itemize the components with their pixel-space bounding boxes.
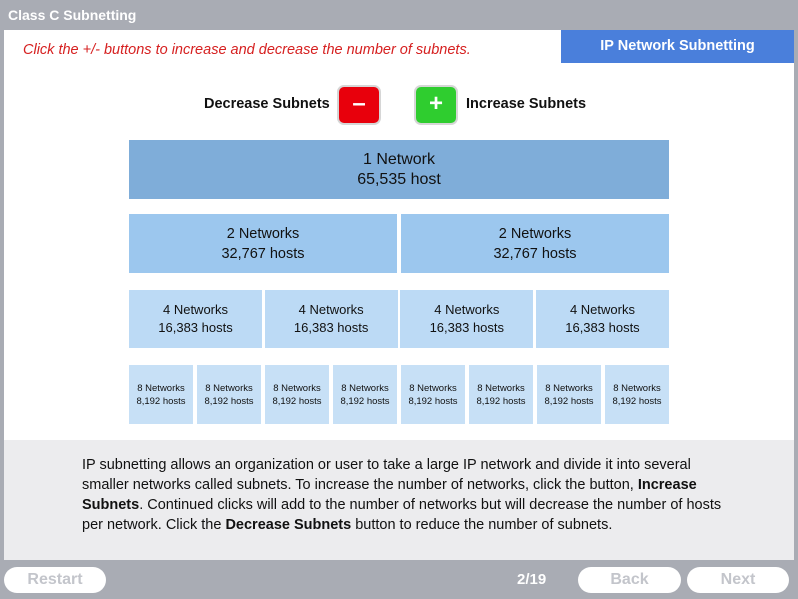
description-part-1: IP subnetting allows an organization or … [82,457,691,493]
subnet-row-1: 1 Network 65,535 host [129,140,669,199]
restart-button[interactable]: Restart [4,567,106,593]
content-stage: Click the +/- buttons to increase and de… [4,30,794,560]
subnet-network-count: 8 Networks [205,382,253,394]
subnet-host-count: 8,192 hosts [204,395,254,407]
subnet-row-2: 2 Networks 32,767 hosts 2 Networks 32,767 h… [129,214,669,273]
subnet-box: 4 Networks 16,383 hosts [264,290,398,348]
subnet-host-count: 16,383 hosts [429,320,505,335]
description-part-2: . Continued clicks will add to the numbe… [82,497,722,533]
subnet-host-count: 32,767 hosts [493,245,577,262]
subnet-network-count: 8 Networks [409,382,457,394]
increase-subnets-label: Increase Subnets [466,96,587,112]
subnet-host-count: 8,192 hosts [612,395,662,407]
subnet-network-count: 8 Networks [273,382,321,394]
subnet-network-count: 2 Networks [226,225,300,242]
subnet-host-count: 8,192 hosts [476,395,526,407]
subnet-network-count: 1 Network [362,150,436,168]
window-title: Class C Subnetting [0,0,798,30]
subnet-network-count: 8 Networks [341,382,389,394]
decrease-subnets-label: Decrease Subnets [204,96,330,112]
subnet-host-count: 8,192 hosts [136,395,186,407]
next-button[interactable]: Next [687,567,789,593]
subnet-host-count: 8,192 hosts [272,395,322,407]
subnet-network-count: 4 Networks [569,302,635,317]
description-text: IP subnetting allows an organization or … [82,455,722,535]
topic-badge: IP Network Subnetting [561,30,794,63]
subnet-row-4: 4 Networks 16,383 hosts 4 Networks 16,383 h… [129,290,669,348]
subnet-host-count: 16,383 hosts [293,320,369,335]
subnet-host-count: 8,192 hosts [408,395,458,407]
increase-subnets-button[interactable]: + [414,85,458,125]
subnet-network-count: 2 Networks [498,225,572,242]
subnet-network-count: 4 Networks [434,302,500,317]
back-button[interactable]: Back [578,567,681,593]
subnet-network-count: 8 Networks [545,382,593,394]
page-indicator: 2/19 [517,571,547,588]
subnet-box: 4 Networks 16,383 hosts [535,290,669,348]
description-panel: IP subnetting allows an organization or … [4,440,794,560]
subnet-network-count: 8 Networks [477,382,525,394]
footer-bar: Restart 2/19 Back Next [0,560,798,599]
subnet-host-count: 8,192 hosts [544,395,594,407]
subnet-box: 2 Networks 32,767 hosts [129,214,397,273]
subnet-host-count: 8,192 hosts [340,395,390,407]
subnet-host-count: 65,535 host [357,170,441,188]
subnet-network-count: 4 Networks [298,302,364,317]
subnet-box: 2 Networks 32,767 hosts [401,214,669,273]
subnet-host-count: 32,767 hosts [221,245,305,262]
subnet-box: 4 Networks 16,383 hosts [400,290,534,348]
subnet-box: 4 Networks 16,383 hosts [129,290,262,348]
subnet-network-count: 4 Networks [162,302,229,317]
subnet-network-count: 8 Networks [613,382,661,394]
instruction-text: Click the +/- buttons to increase and de… [23,42,471,58]
subnet-host-count: 16,383 hosts [565,320,640,335]
subnet-host-count: 16,383 hosts [158,320,233,335]
subnet-box: 1 Network 65,535 host [129,140,669,199]
description-bold-increase: Increase Subnets [82,477,697,513]
subnet-network-count: 8 Networks [137,382,185,394]
description-bold-decrease: Decrease Subnets [225,517,352,533]
decrease-subnets-button[interactable]: – [337,85,381,125]
description-part-3: button to reduce the number of subnets. [351,517,613,533]
